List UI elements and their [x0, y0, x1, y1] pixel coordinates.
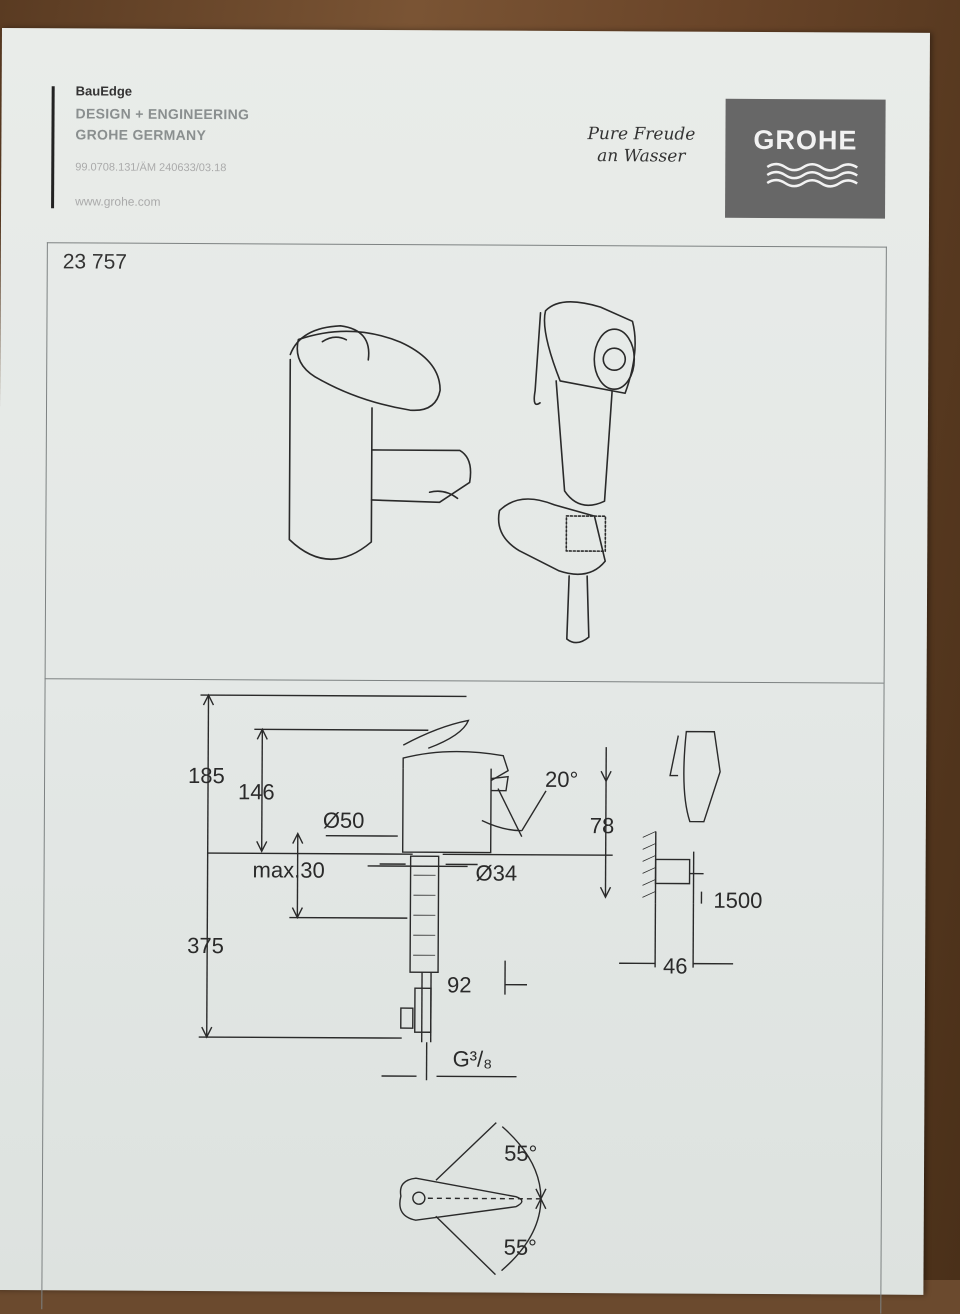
dim-46: 46 [663, 953, 688, 979]
dim-55-degrees-bottom: 55° [504, 1235, 537, 1261]
basin-mixer-illustration [289, 326, 471, 560]
dim-1500: 1500 [713, 888, 762, 914]
hand-shower-illustration [498, 301, 635, 642]
dim-78: 78 [590, 813, 615, 839]
dim-diameter-34: Ø34 [476, 860, 518, 886]
dim-diameter-50: Ø50 [323, 808, 365, 834]
dim-185: 185 [188, 763, 225, 789]
dim-thread-g38: G³/₈ [453, 1046, 493, 1072]
technical-drawing [198, 695, 613, 1081]
product-drawings [0, 28, 930, 1295]
dim-55-degrees-top: 55° [504, 1141, 537, 1167]
dim-375: 375 [187, 933, 224, 959]
dim-max-30: max.30 [253, 857, 325, 883]
hand-shower-side-view [619, 731, 734, 968]
instruction-sheet: BauEdge DESIGN + ENGINEERING GROHE GERMA… [0, 28, 930, 1295]
dim-20-degrees: 20° [545, 767, 578, 793]
dim-146: 146 [238, 779, 275, 805]
dim-92: 92 [447, 972, 472, 998]
